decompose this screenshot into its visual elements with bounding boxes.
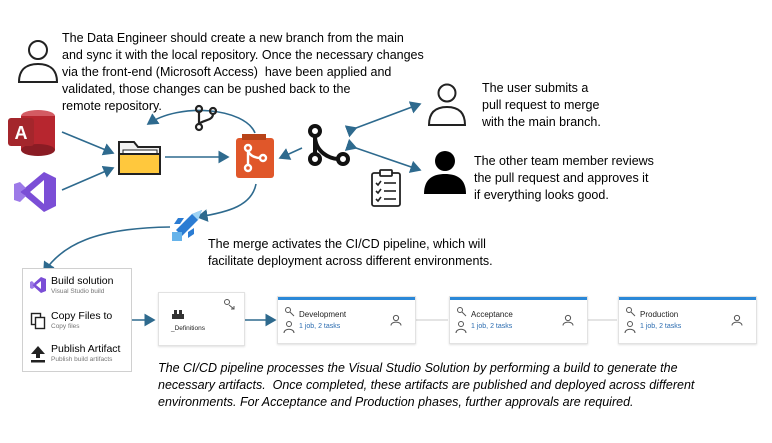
merge-icon: [308, 124, 350, 166]
stage-production[interactable]: Production 1 job, 2 tasks: [618, 296, 757, 344]
copy-icon: [30, 312, 46, 330]
merge-description: The merge activates the CI/CD pipeline, …: [208, 237, 493, 268]
stage-acceptance[interactable]: Acceptance 1 job, 2 tasks: [449, 296, 588, 344]
build-steps-panel: Build solution Visual Studio build Copy …: [22, 268, 132, 372]
build-icon: [172, 310, 184, 319]
member-description: The other team member reviews the pull r…: [474, 154, 654, 202]
azure-pipelines-icon: [172, 210, 202, 241]
stage-jobs-link[interactable]: 1 job, 2 tasks: [471, 323, 513, 330]
approver-icon[interactable]: [390, 314, 402, 326]
artifact-definitions[interactable]: _Definitions: [158, 292, 245, 346]
step-subtitle: Copy files: [51, 323, 80, 330]
approver-icon[interactable]: [731, 314, 743, 326]
stage-status-bar: [450, 297, 587, 300]
step-title: Copy Files to: [51, 310, 113, 322]
stage-status-bar: [619, 297, 756, 300]
visual-studio-icon: [14, 172, 56, 212]
step-publish-artifact[interactable]: Publish Artifact Publish build artifacts: [23, 341, 135, 369]
trigger-icon[interactable]: [223, 298, 235, 310]
step-copy-files[interactable]: Copy Files to Copy files: [23, 308, 135, 336]
approver-icon[interactable]: [624, 306, 636, 334]
svg-text:A: A: [15, 123, 28, 143]
stage-jobs-link[interactable]: 1 job, 2 tasks: [640, 323, 682, 330]
step-subtitle: Visual Studio build: [51, 288, 105, 295]
stage-name: Production: [640, 310, 679, 319]
person-outline-icon: [427, 83, 467, 126]
approver-icon[interactable]: [455, 306, 467, 334]
approver-icon[interactable]: [562, 314, 574, 326]
git-repo-icon: [236, 134, 274, 178]
pipeline-description: The CI/CD pipeline processes the Visual …: [158, 361, 695, 409]
visual-studio-icon: [30, 277, 46, 293]
folder-icon: [118, 141, 161, 175]
person-outline-icon: [17, 40, 59, 83]
step-title: Build solution: [51, 275, 114, 287]
ms-access-icon: A: [8, 110, 55, 156]
stage-jobs-link[interactable]: 1 job, 2 tasks: [299, 323, 341, 330]
person-filled-icon: [424, 151, 466, 194]
user-description: The user submits a pull request to merge…: [482, 81, 601, 129]
stage-development[interactable]: Development 1 job, 2 tasks: [277, 296, 416, 344]
engineer-description: The Data Engineer should create a new br…: [62, 31, 424, 113]
stage-name: Development: [299, 310, 347, 319]
step-build-solution[interactable]: Build solution Visual Studio build: [23, 273, 135, 301]
approver-icon[interactable]: [283, 306, 295, 334]
artifact-label: _Definitions: [171, 325, 205, 332]
branch-icon: [194, 104, 218, 132]
upload-icon: [31, 346, 45, 363]
stage-name: Acceptance: [471, 310, 513, 319]
step-title: Publish Artifact: [51, 343, 121, 355]
step-subtitle: Publish build artifacts: [51, 356, 113, 363]
clipboard-checklist-icon: [371, 169, 401, 207]
stage-status-bar: [278, 297, 415, 300]
